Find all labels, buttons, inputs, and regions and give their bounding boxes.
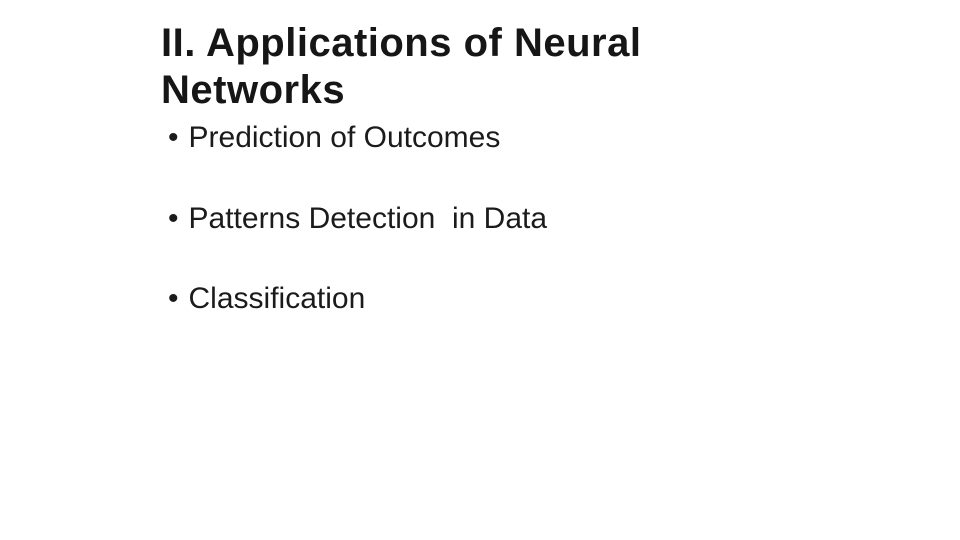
list-item: • Prediction of Outcomes bbox=[168, 120, 500, 156]
bullet-marker-icon: • bbox=[168, 121, 179, 154]
bullet-marker-icon: • bbox=[168, 202, 179, 235]
bullet-text: Classification bbox=[188, 282, 366, 315]
list-item: • Classification bbox=[168, 281, 365, 317]
bullet-marker-icon: • bbox=[168, 282, 179, 315]
bullet-text: Prediction of Outcomes bbox=[188, 121, 501, 154]
slide-title: II. Applications of Neural Networks bbox=[161, 21, 642, 112]
list-item: • Patterns Detection in Data bbox=[168, 201, 547, 237]
bullet-text: Patterns Detection in Data bbox=[188, 202, 548, 235]
